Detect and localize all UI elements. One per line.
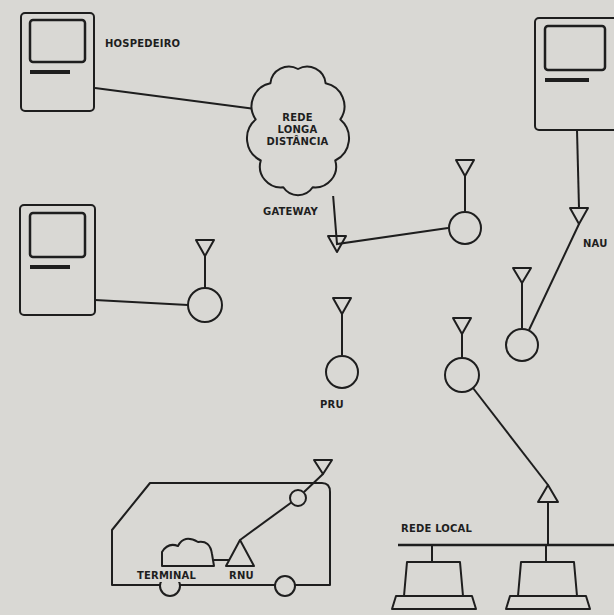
static-art: [20, 18, 614, 609]
node-outline: [448, 211, 482, 245]
antenna-symbol: [333, 298, 351, 314]
radio-unit: [445, 358, 479, 392]
laptop-screen: [518, 562, 577, 596]
van-wheel: [275, 576, 295, 596]
bus-line: [398, 544, 614, 547]
radio-unit: [188, 288, 222, 322]
node-outline: [20, 12, 95, 112]
network-link: [333, 196, 448, 244]
node-shape: [506, 329, 538, 361]
antenna-stem: [464, 176, 466, 211]
cable-line: [431, 545, 433, 562]
computer-slot: [30, 70, 70, 74]
computer-case: [535, 18, 614, 130]
antenna-symbol: [196, 240, 214, 256]
radio-circle: [326, 356, 358, 388]
network-label: REDE LOCAL: [400, 523, 473, 535]
cable-line: [529, 224, 579, 330]
computer-case: [20, 205, 95, 315]
network-cloud: REDE LONGA DISTÂNCIA: [244, 58, 352, 202]
antenna-stem: [204, 256, 206, 288]
node-shape: [112, 460, 332, 596]
cable-line: [95, 300, 188, 305]
computer-slot: [545, 78, 589, 82]
vehicle: TERMINAL RNU: [110, 480, 332, 588]
cable-line: [577, 130, 579, 208]
antenna-symbol: [538, 485, 558, 502]
node-outline: [505, 328, 539, 362]
node-label: HOSPEDEIRO: [104, 38, 181, 50]
van-body: [112, 483, 330, 585]
antenna-stem: [521, 283, 523, 328]
node-label: GATEWAY: [262, 206, 319, 218]
antenna-stem: [461, 334, 463, 358]
network-link: [95, 88, 252, 108]
laptop-base: [392, 596, 476, 609]
node-label: RNU: [228, 570, 255, 582]
node-outline: [325, 355, 359, 389]
radio-unit: [290, 490, 306, 506]
node-shape: [21, 13, 94, 111]
antenna-stem: [304, 474, 323, 492]
node-shape: [246, 67, 348, 196]
cable-line: [547, 502, 549, 545]
laptop-base: [506, 596, 590, 609]
laptop-screen: [404, 562, 463, 596]
node-shape: [449, 212, 481, 244]
cable-line: [545, 545, 547, 562]
computer-screen: [30, 20, 85, 62]
computer-screen: [545, 26, 605, 70]
computer-case: [21, 13, 94, 111]
node-label: PRU: [319, 399, 345, 411]
rnu-symbol: [226, 540, 254, 566]
cable-line: [240, 502, 292, 540]
pru-node: PRU: [325, 355, 359, 389]
computer-slot: [30, 265, 70, 269]
terminal-symbol: [162, 539, 214, 566]
radio-circle: [449, 212, 481, 244]
antenna-stem: [341, 314, 343, 355]
computer-screen: [30, 213, 85, 257]
node-label: TERMINAL: [136, 570, 197, 582]
nau-node: NAU: [505, 328, 539, 362]
node-shape: [326, 356, 358, 388]
radio-circle: [506, 329, 538, 361]
gateway-node: GATEWAY: [448, 211, 482, 245]
antenna-symbol: [314, 460, 332, 474]
node-label: REDE LONGA DISTÂNCIA: [266, 112, 330, 148]
cable-line: [214, 559, 229, 561]
antenna-symbol: [456, 160, 474, 176]
host-computer: HOSPEDEIRO: [20, 12, 95, 112]
antenna-symbol: [513, 268, 531, 283]
cloud-outline: [246, 67, 348, 196]
antenna-symbol: [453, 318, 471, 334]
cable-line: [473, 388, 548, 485]
antenna-symbol: [570, 208, 588, 224]
node-label: NAU: [582, 238, 609, 250]
